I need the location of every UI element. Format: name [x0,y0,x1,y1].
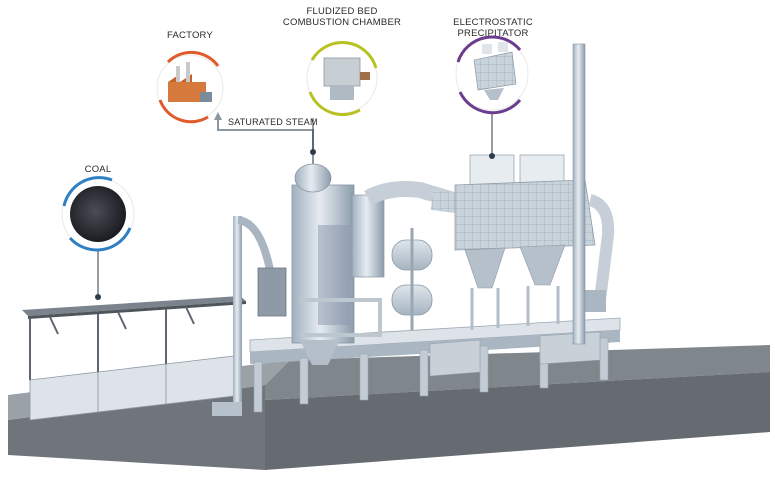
coal-conveyor-shed [22,296,246,421]
leader-dots [95,149,495,300]
combustion-chamber-callout [306,41,378,117]
combustion-chamber [291,163,382,365]
coal-pile-icon [70,186,126,242]
coal-callout [61,176,135,252]
combustion-chamber-label-line2: COMBUSTION CHAMBER [282,17,402,28]
feeder-pipe [212,216,287,416]
combustion-chamber-label-line1: FLUDIZED BED [306,6,378,17]
factory-label: FACTORY [167,30,213,41]
factory-callout [156,50,224,124]
precipitator-icon [473,42,517,100]
precipitator-callout [455,35,529,115]
factory-icon [168,62,212,102]
combustion-chamber-icon [323,57,370,100]
coal-label: COAL [84,164,112,175]
heat-exchangers [391,228,433,330]
steam-arrow-icon [214,112,222,120]
precipitator-unit [454,154,615,330]
saturated-steam-label: SATURATED STEAM [228,117,318,127]
precipitator-label: ELECTROSTATIC PRECIPITATOR [453,17,533,39]
leader-lines [97,112,493,296]
chimney-stack [572,43,586,345]
